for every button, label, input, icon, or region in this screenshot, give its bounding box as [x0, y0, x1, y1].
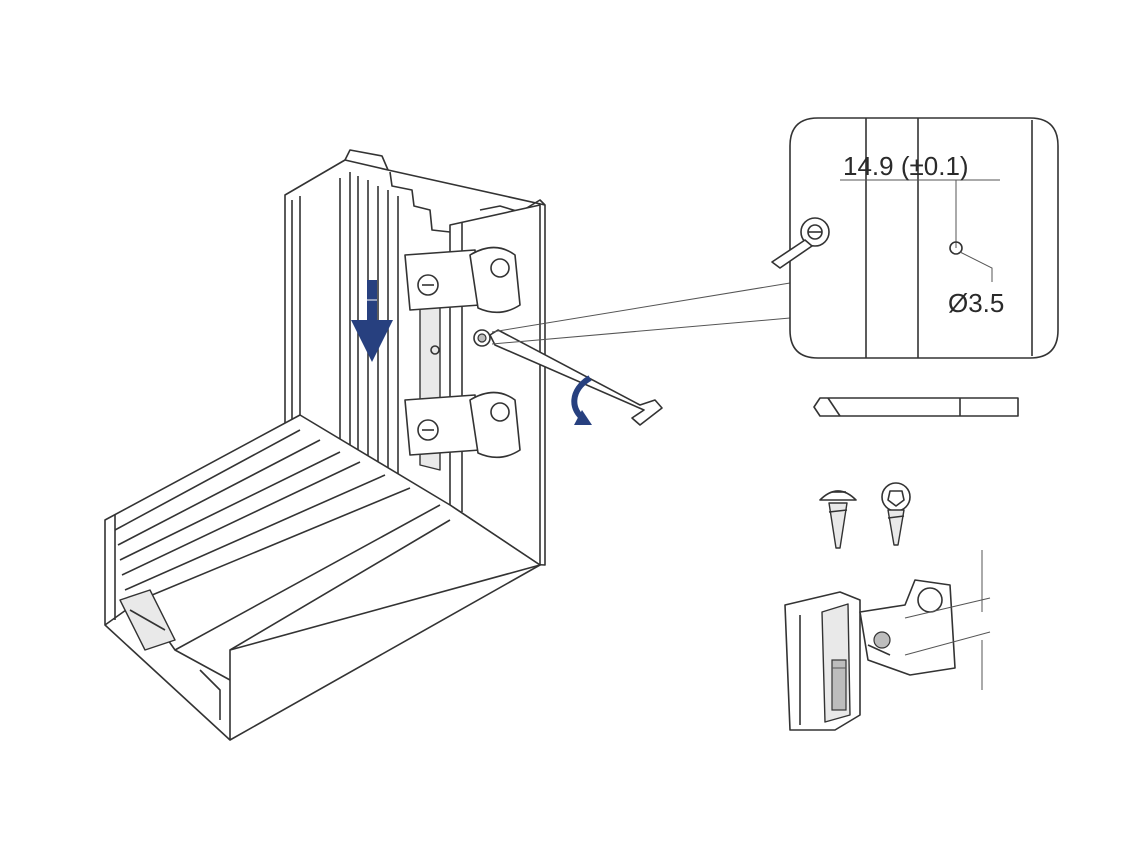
window-frame-corner: [104, 149, 546, 741]
hex-key-icon: [489, 329, 663, 426]
hinge-bracket-detail: [784, 550, 991, 731]
lower-hinge: [404, 391, 521, 459]
screw-icon-left: [819, 490, 857, 549]
detail-callout: 14.9 (±0.1) Ø3.5: [771, 117, 1059, 359]
dimension-label: 14.9 (±0.1): [843, 151, 969, 181]
drill-hole: [473, 329, 491, 347]
screw-icon-right: [881, 482, 911, 546]
callout-leader-top: [491, 282, 791, 333]
drill-bit-icon: [813, 397, 1019, 417]
rotate-arrow-icon: [571, 375, 592, 425]
callout-leader-bottom: [491, 317, 791, 345]
down-arrow-icon: [351, 280, 393, 362]
upper-hinge: [404, 246, 521, 314]
screw-icon: [771, 217, 830, 269]
diameter-label: Ø3.5: [948, 288, 1004, 318]
